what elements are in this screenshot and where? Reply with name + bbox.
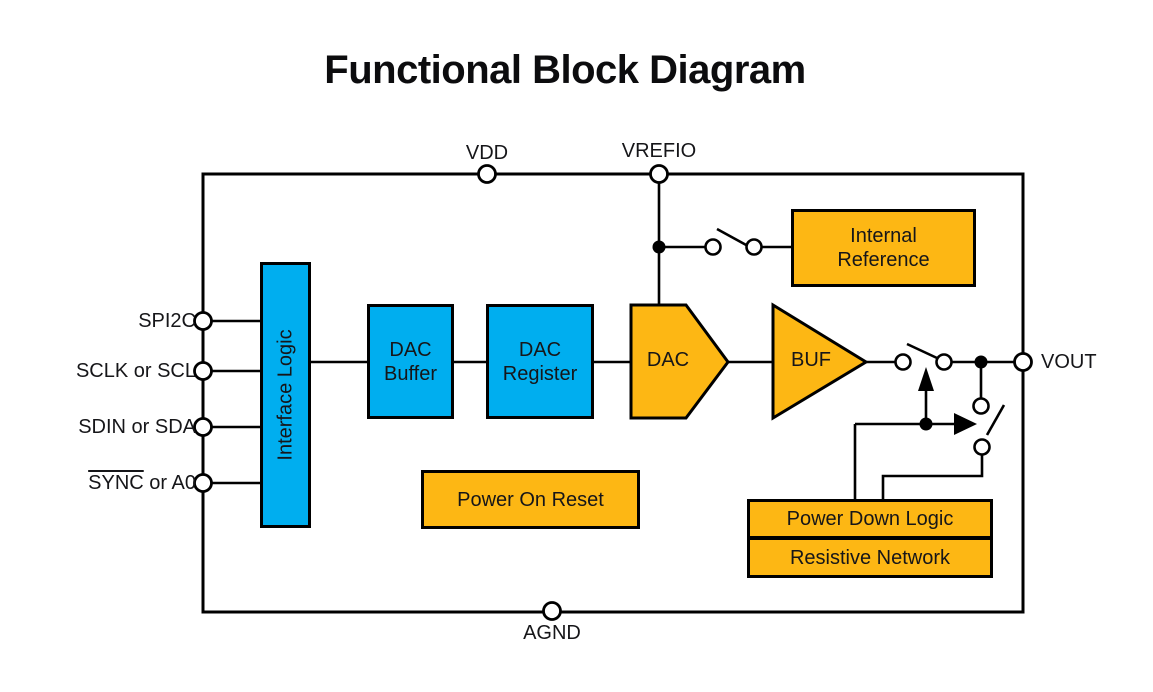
sdin-pin-label: SDIN or SDA bbox=[36, 416, 196, 439]
pin-sdin bbox=[193, 417, 213, 437]
agnd-pin-label: AGND bbox=[523, 622, 581, 644]
dac-register-label-line1: DAC bbox=[518, 338, 562, 361]
output-switch-terminal-left bbox=[894, 353, 912, 371]
wire-pulldown-to-pdl bbox=[881, 454, 984, 500]
pin-vrefio bbox=[649, 164, 669, 184]
dac-register-label-line2: Register bbox=[502, 362, 578, 385]
pin-sync bbox=[193, 473, 213, 493]
dac-buffer-block: DAC Buffer bbox=[367, 304, 454, 419]
pin-sclk bbox=[193, 361, 213, 381]
right-arrowhead bbox=[954, 413, 977, 435]
internal-reference-label-line2: Reference bbox=[837, 249, 930, 271]
sclk-pin-label: SCLK or SCL bbox=[36, 360, 196, 383]
sync-text: or A0 bbox=[143, 472, 196, 494]
power-on-reset-block: Power On Reset bbox=[421, 470, 640, 529]
vrefio-pin-label: VREFIO bbox=[621, 140, 697, 162]
wires bbox=[203, 174, 1023, 500]
pulldown-switch-terminal-top bbox=[972, 397, 990, 415]
up-arrowhead bbox=[918, 367, 934, 391]
dac-buffer-label: DAC Buffer bbox=[384, 338, 437, 386]
dac-register-block: DAC Register bbox=[486, 304, 594, 419]
power-down-logic-label: Power Down Logic bbox=[786, 508, 954, 530]
vdd-pin-label: VDD bbox=[465, 142, 509, 164]
reference-switch-lever bbox=[716, 227, 749, 248]
internal-reference-label: Internal Reference bbox=[837, 224, 929, 272]
dac-buffer-label-line2: Buffer bbox=[384, 362, 437, 385]
switch-terminals bbox=[704, 238, 991, 456]
pin-agnd bbox=[542, 601, 562, 621]
sync-pin-label: SYNC or A0 bbox=[36, 472, 196, 495]
reference-switch-terminal-right bbox=[745, 238, 763, 256]
output-switch-lever bbox=[906, 342, 938, 360]
resistive-network-label: Resistive Network bbox=[789, 546, 951, 569]
output-switch-terminal-right bbox=[935, 353, 953, 371]
diagram-title: Functional Block Diagram bbox=[324, 48, 806, 92]
sdin-text: SDIN or SDA bbox=[78, 416, 196, 438]
dac-buffer-label-line1: DAC bbox=[389, 338, 432, 361]
vout-pin-label: VOUT bbox=[1041, 351, 1097, 373]
pin-spi2c bbox=[193, 311, 213, 331]
resistive-network-block: Resistive Network bbox=[747, 537, 993, 578]
dac-shape bbox=[629, 303, 730, 420]
sclk-text: SCLK or SCL bbox=[75, 360, 196, 382]
package-pins bbox=[193, 164, 1033, 621]
junction-dot-control bbox=[919, 417, 933, 431]
junction-dot-vrefio bbox=[652, 240, 666, 254]
spi2c-pin-label: SPI2C bbox=[36, 310, 196, 333]
buf-shape bbox=[771, 302, 869, 421]
power-on-reset-label: Power On Reset bbox=[457, 488, 604, 511]
sync-overline: SYNC bbox=[88, 472, 144, 494]
buf-shape-label: BUF bbox=[791, 349, 831, 371]
reference-switch-terminal-left bbox=[704, 238, 722, 256]
power-down-logic-block: Power Down Logic bbox=[747, 499, 993, 539]
pin-vout bbox=[1013, 352, 1033, 372]
internal-reference-block: Internal Reference bbox=[791, 209, 976, 287]
pin-vdd bbox=[477, 164, 497, 184]
dac-shape-label: DAC bbox=[646, 349, 690, 371]
interface-logic-label: Interface Logic bbox=[274, 329, 297, 461]
pulldown-switch-terminal-bottom bbox=[973, 438, 991, 456]
dac-register-label: DAC Register bbox=[503, 338, 577, 386]
internal-reference-label-line1: Internal bbox=[850, 225, 917, 247]
interface-logic-block: Interface Logic bbox=[260, 262, 311, 528]
pulldown-switch-lever bbox=[985, 404, 1006, 436]
chip-boundary bbox=[201, 172, 1025, 614]
junction-dot-vout bbox=[974, 355, 988, 369]
spi2c-text: SPI2C bbox=[138, 310, 196, 332]
